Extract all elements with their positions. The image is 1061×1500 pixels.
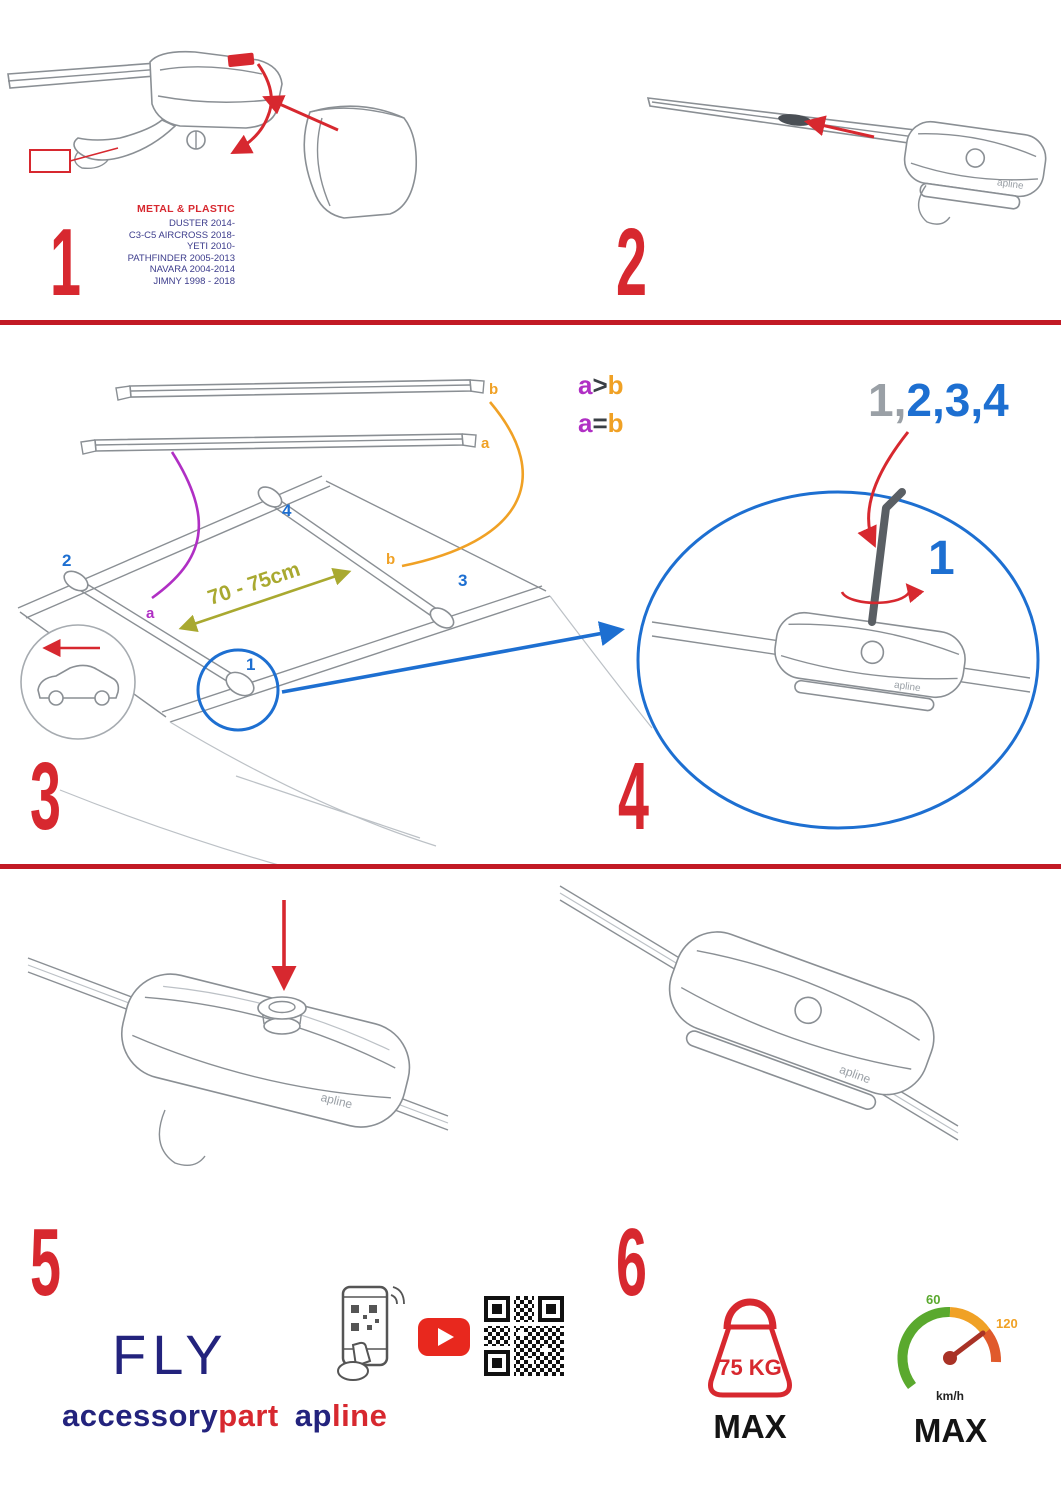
step5-drawing: apline — [27, 900, 449, 1166]
label-a-bar: a — [481, 435, 490, 452]
speed-60: 60 — [926, 1292, 940, 1307]
rule-a-eq-b: a=b — [578, 408, 624, 438]
distance-arrow — [178, 568, 352, 632]
qr-finder-bl — [484, 1350, 510, 1376]
red-arrow-cover-to-foot — [262, 95, 339, 132]
step4-foot: apline — [774, 611, 966, 712]
brand-plate — [227, 52, 255, 68]
weight-max-label: MAX — [713, 1408, 787, 1445]
brand-ap: ap — [294, 1398, 332, 1433]
model-line: DUSTER 2014- — [169, 218, 235, 229]
plastic-cover — [303, 105, 418, 219]
label-b-roof: b — [386, 551, 395, 568]
purple-guide-curve — [151, 451, 201, 600]
step2-bar-drawing: apline — [646, 97, 1047, 225]
step4-number: 4 — [618, 743, 649, 850]
apline-logo-small: apline — [996, 177, 1024, 192]
red-arrow-into-slot — [803, 115, 875, 139]
rear-crossbar-mounted — [257, 486, 455, 629]
position-3: 3 — [458, 571, 467, 590]
section-divider-top — [0, 320, 1061, 325]
model-line: PATHFINDER 2005-2013 — [127, 252, 235, 264]
speed-max-label: MAX — [913, 1412, 988, 1449]
model-line: NAVARA 2004-2014 — [149, 264, 235, 275]
section-divider-bottom — [0, 864, 1061, 869]
weight-value: 75 KG — [718, 1355, 782, 1380]
position-4: 4 — [282, 501, 292, 520]
tightening-sequence: 1,2,3,4 — [868, 374, 1009, 426]
step2-foot: apline — [903, 120, 1047, 225]
max-weight-icon: 75 KG — [708, 1298, 792, 1398]
position-1: 1 — [246, 655, 255, 674]
sequence-first: 1 — [928, 532, 955, 585]
qr-finder-tl — [484, 1296, 510, 1322]
red-indicator-box — [29, 149, 71, 173]
step5-number: 5 — [30, 1209, 61, 1316]
step6-number: 6 — [616, 1209, 647, 1316]
compatibility-list: METAL & PLASTIC DUSTER 2014- C3-C5 AIRCR… — [90, 203, 235, 287]
detail-highlight-circle — [196, 648, 280, 732]
apline-logo-small: apline — [893, 680, 921, 695]
blue-detail-arrow — [281, 621, 625, 694]
label-a-roof: a — [146, 605, 155, 622]
crossbar-b: b — [115, 379, 498, 401]
qr-code — [484, 1296, 564, 1376]
rule-a-gt-b: a>b — [578, 370, 624, 400]
step3-step4-illustration: b a a>b a=b 2 4 3 — [17, 370, 1040, 867]
allen-key — [868, 488, 906, 626]
orange-guide-curve — [401, 401, 525, 568]
red-sequence-arrow — [857, 431, 910, 548]
brand-line: line — [331, 1398, 388, 1433]
step6-drawing: apline — [559, 885, 959, 1141]
step1-number: 1 — [50, 209, 81, 316]
step5-step6-illustration: apline apline — [27, 885, 959, 1166]
step4-detail: apline — [636, 431, 1040, 830]
model-line: JIMNY 1998 - 2018 — [153, 275, 235, 287]
youtube-icon — [418, 1318, 470, 1356]
step6-foot: apline — [668, 931, 935, 1110]
lock-knob — [263, 1017, 301, 1035]
distance-label: 70 - 75cm — [205, 558, 303, 610]
speed-unit: km/h — [936, 1389, 964, 1403]
step1-step2-illustration: apline — [7, 50, 1047, 225]
qr-finder-tr — [538, 1296, 564, 1322]
step2-number: 2 — [616, 209, 647, 316]
product-name: FLY — [112, 1323, 229, 1386]
position-2: 2 — [62, 551, 71, 570]
red-rotation-arrow — [840, 583, 925, 605]
step3-number: 3 — [30, 743, 61, 850]
red-arrow-foot-contour — [230, 63, 273, 154]
model-line: C3-C5 AIRCROSS 2018- — [128, 229, 235, 241]
clamp-arm — [73, 119, 177, 161]
speedometer-icon: 60 120 km/h — [897, 1292, 1018, 1403]
front-crossbar-mounted — [63, 570, 255, 697]
red-leader-line — [69, 147, 119, 162]
brand-part: part — [218, 1398, 279, 1433]
speed-120: 120 — [996, 1316, 1018, 1331]
car-inset — [20, 624, 136, 740]
label-b-bar: b — [489, 381, 498, 398]
crossbar-a: a — [80, 433, 490, 455]
material-label: METAL & PLASTIC — [136, 203, 235, 215]
step5-foot: apline — [120, 973, 411, 1128]
phone-scan-icon — [337, 1285, 405, 1381]
bar-slot — [778, 114, 812, 126]
step1-foot-drawing — [7, 50, 418, 219]
model-line: YETI 2010- — [186, 241, 235, 252]
brand-accessory: accessory — [62, 1398, 219, 1433]
